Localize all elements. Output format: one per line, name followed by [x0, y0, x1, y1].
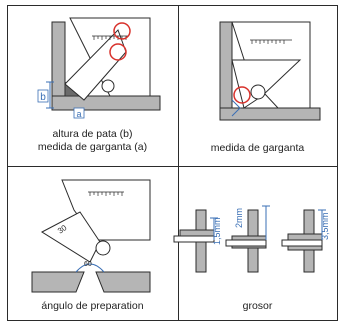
right-plate	[95, 271, 151, 293]
groove-arc	[75, 263, 105, 273]
caption-thickness-text: grosor	[242, 300, 273, 312]
caption-thickness: grosor	[178, 300, 337, 313]
dim-label: 2mm	[234, 208, 244, 228]
thickness-gauge-1: 1,5mm	[173, 209, 222, 273]
caption-throat-text: medida de garganta	[210, 142, 305, 154]
horizontal-divider	[8, 166, 337, 167]
vertical-plate	[51, 21, 66, 97]
vertical-plate	[219, 21, 233, 109]
highlight-circle	[233, 86, 251, 104]
dim-line	[262, 205, 270, 240]
angle-label-2: 60	[84, 261, 92, 268]
gauge-blade	[225, 239, 267, 247]
label-a: a	[76, 109, 81, 119]
caption-prep-angle-text: ángulo de preparation	[41, 300, 144, 312]
panel-thickness: 1,5mm 2mm 3,5mm	[173, 205, 330, 273]
dim-label: 1,5mm	[212, 217, 222, 245]
caption-throat: medida de garganta	[178, 142, 337, 155]
dim-b	[46, 81, 54, 109]
thickness-gauge-2: 2mm	[225, 205, 270, 273]
gauge-pivot	[95, 240, 111, 256]
panel-leg-height: b a	[37, 17, 161, 119]
label-b-box	[37, 89, 49, 103]
dim-line	[210, 217, 218, 240]
diagram-frame	[7, 5, 338, 321]
horizontal-plate	[219, 107, 321, 121]
highlight-circle-1	[113, 22, 131, 40]
gauge-blade	[281, 239, 323, 247]
vertical-divider	[178, 6, 179, 320]
gauge-body	[61, 179, 151, 241]
caption-leg-height-line2: medida de garganta (a)	[37, 141, 148, 153]
scale-ticks	[250, 39, 292, 44]
label-b: b	[40, 92, 46, 103]
gauge-pivot	[101, 79, 115, 93]
highlight-circle-2	[109, 43, 127, 61]
dim-throat	[231, 99, 241, 117]
gauge-pivot	[250, 84, 266, 100]
caption-leg-height-line1: altura de pata (b)	[52, 128, 133, 140]
horizontal-plate	[51, 95, 161, 111]
left-plate	[31, 271, 85, 293]
dim-line	[318, 209, 326, 240]
scale-ticks	[88, 191, 124, 196]
panel-throat	[219, 21, 321, 121]
thickness-gauge-3: 3,5mm	[281, 209, 330, 273]
label-a-box	[73, 107, 85, 119]
gauge-blade	[173, 235, 215, 243]
dim-label: 3,5mm	[320, 212, 330, 240]
caption-prep-angle: ángulo de preparation	[8, 300, 177, 313]
caption-leg-height: altura de pata (b) medida de garganta (a…	[8, 128, 177, 154]
panel-prep-angle: 30 60	[31, 179, 151, 293]
